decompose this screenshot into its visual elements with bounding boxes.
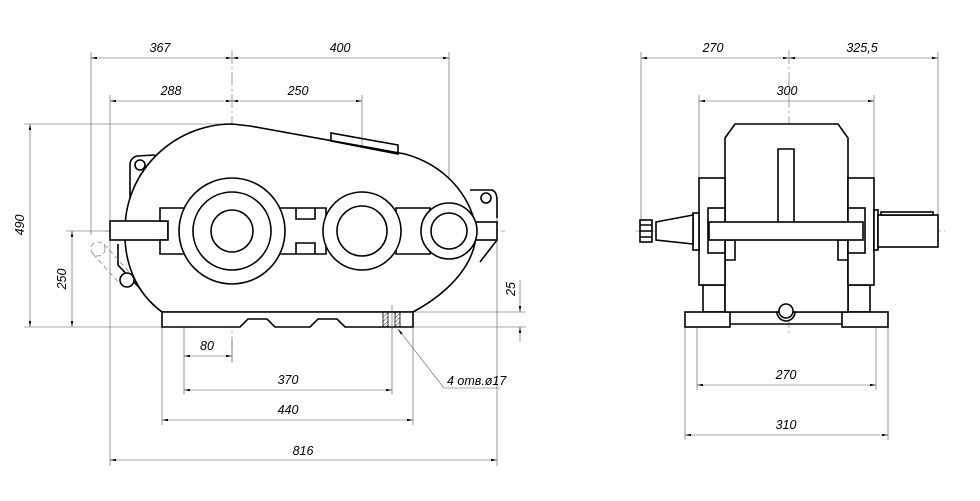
- dimension-labels: 367 400 288 250 490 250 25 80 370 440 81…: [13, 41, 518, 458]
- dimension-lines: [28, 56, 522, 462]
- side-view: 270 325,5 300 270 310: [636, 41, 945, 440]
- dim-325-5: 325,5: [846, 41, 877, 55]
- side-shaft: [708, 221, 864, 241]
- output-shaft-end: [877, 214, 939, 248]
- hole-hatch-left: [382, 311, 389, 328]
- tapered-shaft-end: [655, 214, 694, 245]
- dim-310: 310: [776, 418, 797, 432]
- bearing-cover-output: [420, 202, 478, 260]
- dim-440: 440: [278, 403, 299, 417]
- drain-plug: [778, 303, 794, 319]
- lifting-lug-hole-right: [480, 192, 492, 204]
- dim-250-centers: 250: [287, 84, 309, 98]
- dim-400: 400: [330, 41, 351, 55]
- side-housing: [639, 123, 939, 328]
- dim-300: 300: [777, 84, 798, 98]
- hole-note: 4 отв.ø17: [447, 374, 507, 388]
- side-dimension-labels: 270 325,5 300 270 310: [702, 41, 878, 432]
- shaft-key: [880, 211, 934, 216]
- dim-370: 370: [278, 373, 299, 387]
- dim-490-height: 490: [13, 215, 27, 236]
- dim-80: 80: [200, 339, 214, 353]
- input-shaft: [109, 220, 169, 241]
- oil-gauge-plug: [119, 272, 135, 288]
- dim-288: 288: [160, 84, 182, 98]
- foot-right: [841, 311, 889, 328]
- bearing-cover-intermediate: [322, 191, 402, 271]
- side-dimension-lines: [641, 56, 938, 437]
- foot-left: [684, 311, 731, 328]
- dim-367: 367: [150, 41, 172, 55]
- dim-250-axis-height: 250: [55, 269, 69, 291]
- dim-816: 816: [293, 444, 314, 458]
- hole-hatch-right: [394, 311, 401, 328]
- dim-270-top: 270: [702, 41, 724, 55]
- bearing-cover-input-outer: [178, 177, 286, 285]
- dim-270-bottom: 270: [775, 368, 797, 382]
- shafts: [109, 177, 498, 285]
- dim-25-base: 25: [504, 282, 518, 297]
- front-view: 367 400 288 250 490 250 25 80 370 440 81…: [13, 41, 526, 466]
- oil-gauge-alt-position: [90, 241, 106, 257]
- lifting-lug-hole-left: [134, 159, 146, 171]
